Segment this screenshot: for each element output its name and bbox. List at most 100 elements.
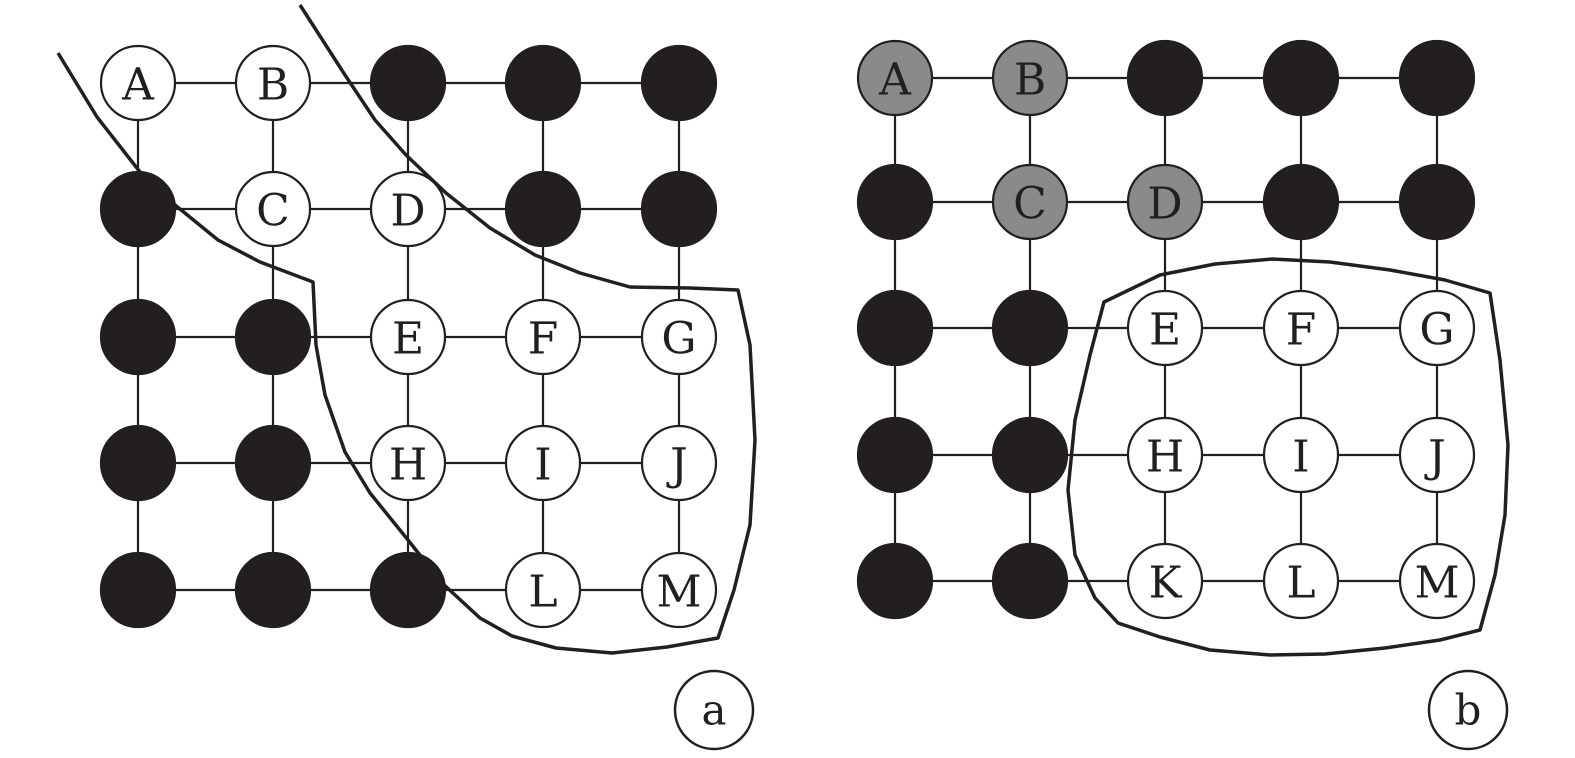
node-circle [1398, 416, 1476, 494]
node-circle [99, 44, 177, 122]
node-c: C [234, 170, 312, 248]
node-black [856, 163, 934, 241]
node-j: J [1398, 416, 1476, 494]
node-g: G [1398, 289, 1476, 367]
node-circle [1126, 416, 1204, 494]
node-circle [234, 424, 312, 502]
node-label: F [1286, 305, 1317, 356]
node-label: D [1147, 179, 1182, 230]
boundary-curve-outer [56, 4, 757, 655]
node-m: M [1398, 542, 1476, 620]
node-black [1262, 39, 1340, 117]
node-circle [991, 416, 1069, 494]
node-d: D [1126, 163, 1204, 241]
node-circle [856, 39, 934, 117]
node-circle [504, 424, 582, 502]
node-k: K [1126, 542, 1204, 620]
node-circle [1126, 39, 1204, 117]
node-circle [1126, 163, 1204, 241]
node-circle [640, 44, 718, 122]
node-black [991, 289, 1069, 367]
node-circle [991, 542, 1069, 620]
node-label: F [528, 314, 559, 365]
node-black [369, 44, 447, 122]
node-circle [640, 424, 718, 502]
node-label: B [257, 60, 289, 111]
node-black [99, 170, 177, 248]
node-circle [504, 551, 582, 629]
node-b: B [991, 39, 1069, 117]
panel-badge-a: a [673, 669, 755, 751]
node-a: A [856, 39, 934, 117]
node-circle [504, 170, 582, 248]
node-circle [640, 170, 718, 248]
node-circle [234, 551, 312, 629]
node-label: H [389, 440, 427, 491]
node-circle [1398, 39, 1476, 117]
node-black [640, 44, 718, 122]
node-circle [369, 298, 447, 376]
node-circle [640, 551, 718, 629]
node-black [504, 170, 582, 248]
node-a: A [99, 44, 177, 122]
node-label: E [392, 314, 424, 365]
node-c: C [991, 163, 1069, 241]
node-label: D [390, 186, 425, 237]
node-circle [234, 44, 312, 122]
node-label: J [1424, 432, 1446, 483]
boundary-closed-curve [1066, 257, 1510, 657]
node-black [640, 170, 718, 248]
node-black [99, 424, 177, 502]
node-label: M [656, 567, 701, 618]
node-label: I [534, 440, 551, 491]
node-circle [1262, 416, 1340, 494]
node-black [856, 542, 934, 620]
node-circle [1262, 542, 1340, 620]
node-label: A [121, 60, 155, 111]
node-label: G [1419, 305, 1454, 356]
node-black [504, 44, 582, 122]
node-circle [369, 424, 447, 502]
node-black [991, 416, 1069, 494]
node-circle [1126, 289, 1204, 367]
node-label: L [528, 567, 557, 618]
node-circle [234, 170, 312, 248]
node-black [1398, 163, 1476, 241]
node-label: C [256, 186, 290, 237]
node-circle [991, 289, 1069, 367]
node-circle [504, 44, 582, 122]
node-circle [991, 39, 1069, 117]
node-circle [991, 163, 1069, 241]
node-l: L [1262, 542, 1340, 620]
node-circle [856, 416, 934, 494]
node-circle [369, 44, 447, 122]
node-label: J [666, 440, 688, 491]
node-circle [99, 298, 177, 376]
panel-label-a: a [701, 686, 726, 735]
node-f: F [504, 298, 582, 376]
node-circle [99, 170, 177, 248]
node-m: M [640, 551, 718, 629]
node-h: H [369, 424, 447, 502]
node-black [856, 416, 934, 494]
node-black [99, 298, 177, 376]
node-black [1398, 39, 1476, 117]
node-circle [234, 298, 312, 376]
node-black [99, 551, 177, 629]
panel-badge-b: b [1427, 669, 1509, 751]
node-black [234, 298, 312, 376]
node-circle [99, 424, 177, 502]
node-black [234, 551, 312, 629]
node-black [1262, 163, 1340, 241]
node-l: L [504, 551, 582, 629]
node-circle [856, 163, 934, 241]
node-circle [1262, 163, 1340, 241]
node-i: I [1262, 416, 1340, 494]
node-e: E [369, 298, 447, 376]
node-circle [99, 551, 177, 629]
node-circle [1262, 39, 1340, 117]
